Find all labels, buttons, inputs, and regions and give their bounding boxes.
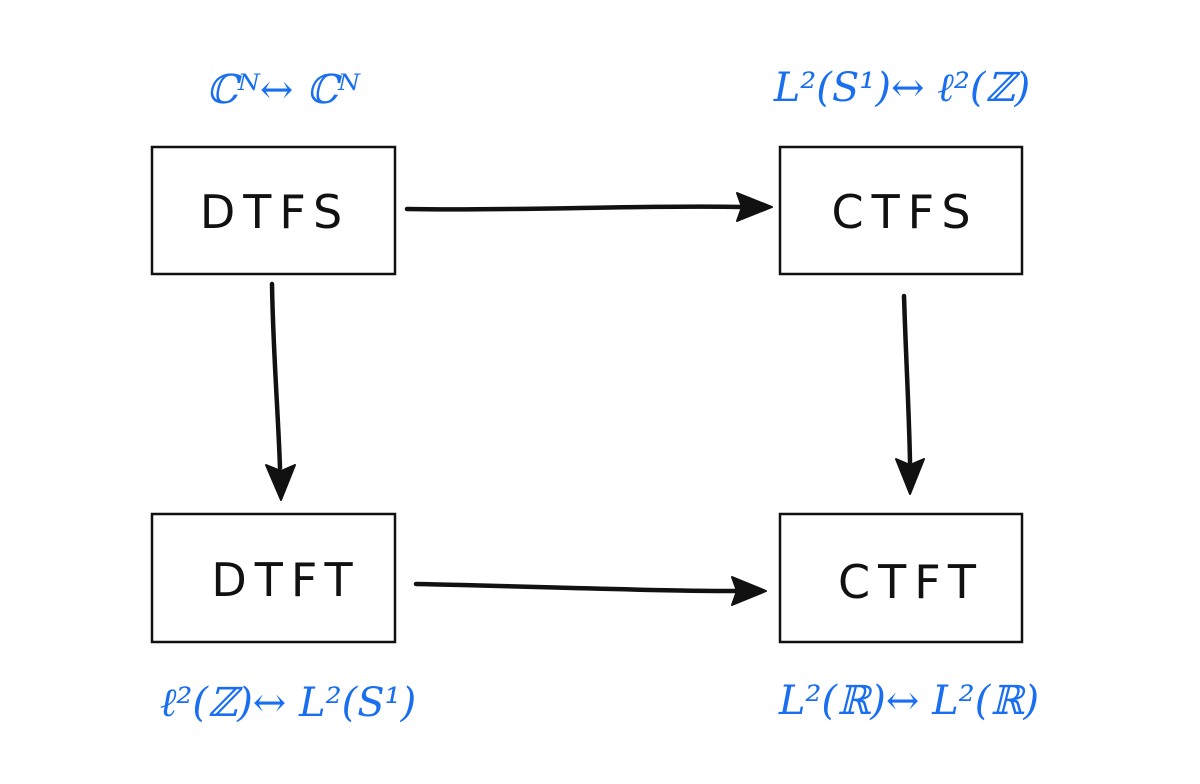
space-label-ctfs: L²(S¹)↔ ℓ²(ℤ) [773,65,1031,111]
box-dtft: DTFT [150,512,397,644]
space-label-dtfs: ℂᴺ↔ ℂᴺ [206,67,361,113]
box-dtfs: DTFS [150,145,397,276]
box-ctft: CTFT [778,512,1024,644]
box-label-ctft: CTFT [838,555,984,609]
arrow-ctfs-to-ctft [895,293,925,495]
space-label-dtft: ℓ²(ℤ)↔ L²(S¹) [160,680,417,726]
box-label-dtft: DTFT [211,553,360,607]
box-label-dtfs: DTFS [200,185,350,239]
box-label-ctfs: CTFS [831,185,978,239]
space-label-ctft: L²(ℝ)↔ L²(ℝ) [778,678,1039,724]
arrow-dtft-to-ctft [413,576,767,606]
arrow-dtfs-to-dtft [265,281,296,501]
box-ctfs: CTFS [778,145,1024,276]
arrow-dtfs-to-ctfs [404,192,773,222]
